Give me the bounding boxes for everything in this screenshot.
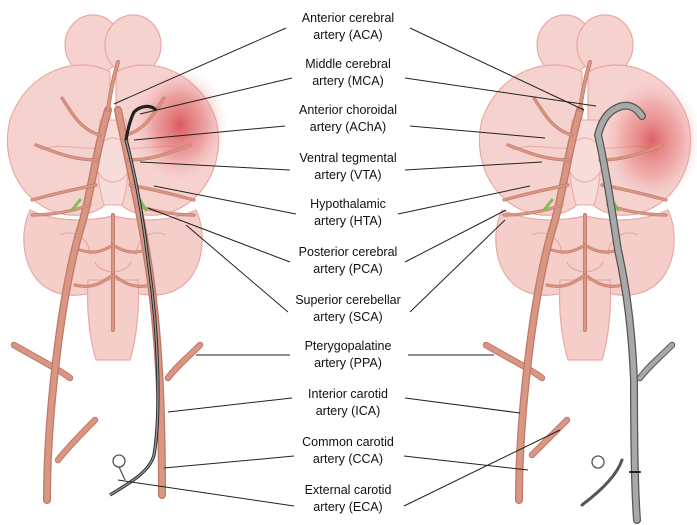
label-ica: Interior carotid artery (ICA) (268, 386, 428, 420)
label-ica-line1: Interior carotid (308, 387, 388, 401)
label-hta-line2: artery (HTA) (314, 214, 382, 228)
label-hta-line1: Hypothalamic (310, 197, 386, 211)
label-cca: Common carotid artery (CCA) (268, 434, 428, 468)
label-acha-line2: artery (AChA) (309, 120, 387, 134)
label-vta: Ventral tegmental artery (VTA) (268, 150, 428, 184)
label-eca-line1: External carotid (304, 483, 392, 497)
label-sca-line2: artery (SCA) (313, 310, 383, 324)
label-ppa: Pterygopalatine artery (PPA) (268, 338, 428, 372)
label-ppa-line1: Pterygopalatine (304, 339, 392, 353)
leader-lines (113, 27, 597, 507)
label-eca: External carotid artery (ECA) (268, 482, 428, 516)
label-vta-line1: Ventral tegmental (299, 151, 397, 165)
label-acha-line1: Anterior choroidal (299, 103, 397, 117)
right-filament (580, 101, 676, 524)
label-sca-line1: Superior cerebellar (295, 293, 401, 307)
label-mca-line2: artery (MCA) (312, 74, 384, 88)
right-brain (478, 14, 697, 524)
label-pca: Posterior cerebral artery (PCA) (268, 244, 428, 278)
label-sca: Superior cerebellar artery (SCA) (268, 292, 428, 326)
label-vta-line2: artery (VTA) (314, 168, 382, 182)
label-ppa-line2: artery (PPA) (314, 356, 382, 370)
label-ica-line2: artery (ICA) (315, 404, 381, 418)
label-hta: Hypothalamic artery (HTA) (268, 196, 428, 230)
right-artery-tree (482, 60, 668, 504)
left-infarct-region (132, 67, 228, 183)
label-mca-line1: Middle cerebral (305, 57, 391, 71)
label-cca-line1: Common carotid (302, 435, 394, 449)
label-cca-line2: artery (CCA) (312, 452, 384, 466)
label-aca: Anterior cerebral artery (ACA) (268, 10, 428, 44)
label-mca: Middle cerebral artery (MCA) (268, 56, 428, 90)
label-acha: Anterior choroidal artery (AChA) (268, 102, 428, 136)
left-filament (109, 104, 160, 497)
label-aca-line2: artery (ACA) (313, 28, 383, 42)
label-pca-line1: Posterior cerebral (298, 245, 398, 259)
label-pca-line2: artery (PCA) (313, 262, 383, 276)
label-eca-line2: artery (ECA) (313, 500, 383, 514)
label-aca-line1: Anterior cerebral (301, 11, 395, 25)
left-brain (6, 14, 228, 504)
